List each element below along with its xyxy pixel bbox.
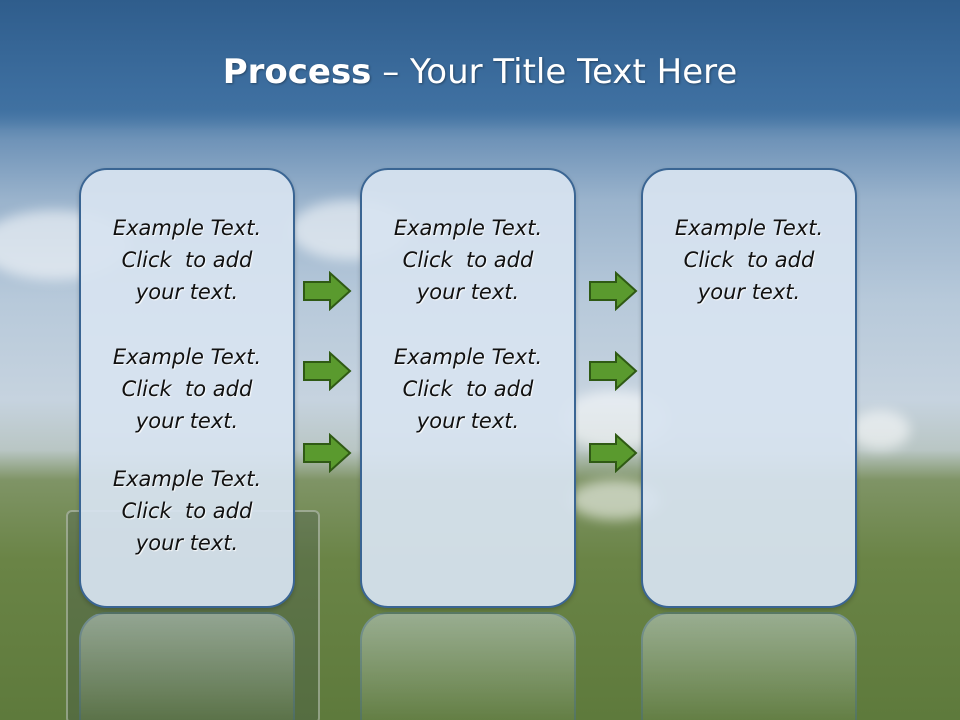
text-line: Click to add [402, 248, 534, 272]
panel-reflection [360, 612, 576, 720]
title-rest-text: – Your Title Text Here [382, 52, 738, 92]
panel-text-block[interactable]: Example Text. Click to add your text. [81, 212, 293, 308]
text-line: Example Text. [674, 216, 824, 240]
text-line: Click to add [121, 248, 253, 272]
text-line: Example Text. [112, 345, 262, 369]
text-line: your text. [135, 531, 239, 555]
panel-reflection [641, 612, 857, 720]
panel-text-block[interactable]: Example Text. Click to add your text. [643, 212, 855, 308]
text-line: Example Text. [112, 216, 262, 240]
right-arrow-icon[interactable] [588, 271, 638, 311]
panel-text-block[interactable]: Example Text. Click to add your text. [362, 212, 574, 308]
text-line: Example Text. [112, 467, 262, 491]
title-bold-text: Process [222, 52, 372, 92]
panel-text-block[interactable]: Example Text. Click to add your text. [81, 341, 293, 437]
cloud [850, 410, 910, 450]
panel-text-block[interactable]: Example Text. Click to add your text. [81, 463, 293, 559]
panel-text-block[interactable]: Example Text. Click to add your text. [362, 341, 574, 437]
text-line: Click to add [402, 377, 534, 401]
text-line: your text. [135, 280, 239, 304]
text-line: Click to add [121, 377, 253, 401]
slide-title[interactable]: Process – Your Title Text Here [0, 52, 960, 92]
text-line: your text. [416, 280, 520, 304]
process-step-1-box[interactable]: Example Text. Click to add your text. Ex… [79, 168, 295, 608]
right-arrow-icon[interactable] [588, 433, 638, 473]
text-line: your text. [697, 280, 801, 304]
text-line: your text. [416, 409, 520, 433]
right-arrow-icon[interactable] [302, 271, 352, 311]
panel-reflection [79, 612, 295, 720]
right-arrow-icon[interactable] [302, 433, 352, 473]
process-step-2-box[interactable]: Example Text. Click to add your text. Ex… [360, 168, 576, 608]
text-line: Example Text. [393, 345, 543, 369]
text-line: Example Text. [393, 216, 543, 240]
right-arrow-icon[interactable] [588, 351, 638, 391]
right-arrow-icon[interactable] [302, 351, 352, 391]
text-line: your text. [135, 409, 239, 433]
text-line: Click to add [121, 499, 253, 523]
text-line: Click to add [683, 248, 815, 272]
title-band [0, 0, 960, 130]
process-step-3-box[interactable]: Example Text. Click to add your text. [641, 168, 857, 608]
